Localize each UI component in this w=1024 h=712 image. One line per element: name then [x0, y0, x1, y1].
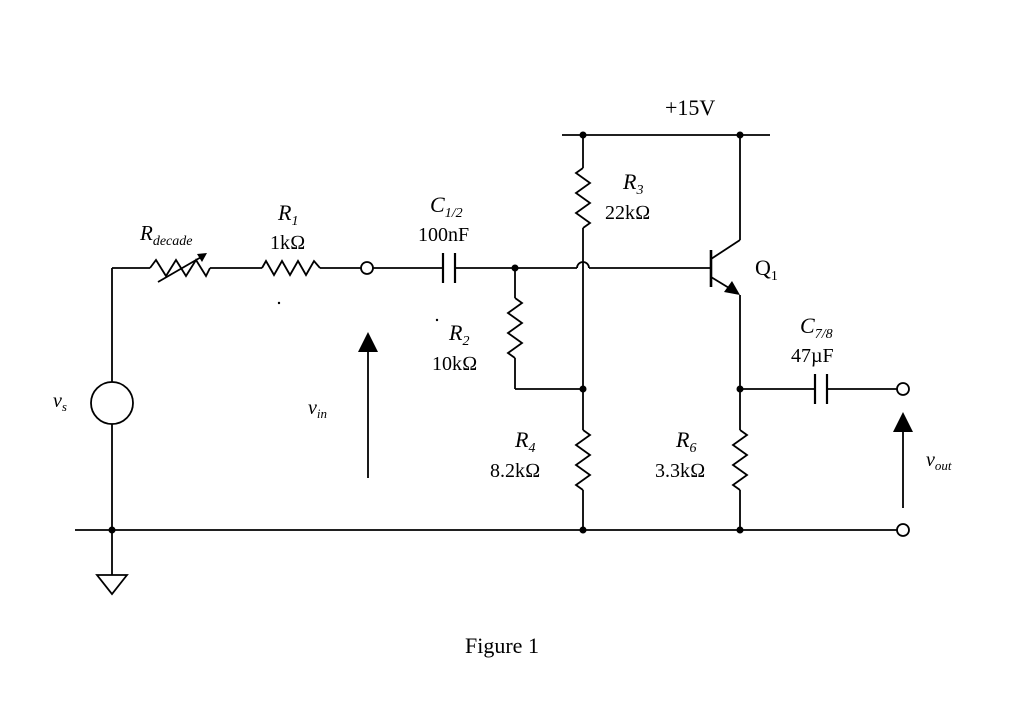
r2-label: R2 — [448, 320, 469, 349]
r3-label: R3 — [622, 169, 643, 198]
r1-label: R1 — [277, 200, 298, 229]
r6-value: 3.3kΩ — [655, 460, 705, 482]
r2-value: 10kΩ — [432, 353, 477, 375]
r3-value: 22kΩ — [605, 202, 650, 224]
q1-label: Q1 — [755, 255, 778, 284]
stray-dot — [435, 318, 439, 322]
resistor-r2 — [506, 297, 524, 359]
capacitor-c12 — [441, 253, 457, 283]
output-terminal-ground — [896, 523, 910, 537]
vout-arrow — [893, 412, 913, 508]
c78-value: 47µF — [791, 345, 834, 367]
vin-label: vin — [308, 397, 327, 421]
capacitor-c78 — [813, 374, 829, 404]
stray-dot — [277, 301, 281, 305]
r4-value: 8.2kΩ — [490, 460, 540, 482]
vout-label: vout — [926, 449, 952, 473]
vin-arrow — [358, 332, 378, 478]
ground-symbol — [95, 530, 129, 596]
rdecade-label: Rdecade — [139, 221, 192, 249]
figure-caption: Figure 1 — [465, 633, 539, 658]
resistor-r1 — [261, 259, 321, 277]
r6-label: R6 — [675, 427, 696, 456]
r1-value: 1kΩ — [270, 232, 305, 254]
resistor-r3 — [574, 167, 592, 229]
input-terminal — [360, 261, 374, 275]
r4-label: R4 — [514, 427, 535, 456]
supply-label: +15V — [665, 95, 715, 120]
vs-label: vs — [53, 390, 67, 414]
c78-label: C7/8 — [800, 313, 833, 342]
variable-resistor-rdecade — [149, 253, 211, 283]
transistor-q1 — [709, 135, 741, 389]
resistor-r4 — [574, 429, 592, 491]
c12-value: 100nF — [418, 224, 469, 246]
output-terminal — [896, 382, 910, 396]
voltage-source — [90, 268, 134, 530]
resistor-r6 — [731, 429, 749, 491]
c12-label: C1/2 — [430, 192, 463, 221]
